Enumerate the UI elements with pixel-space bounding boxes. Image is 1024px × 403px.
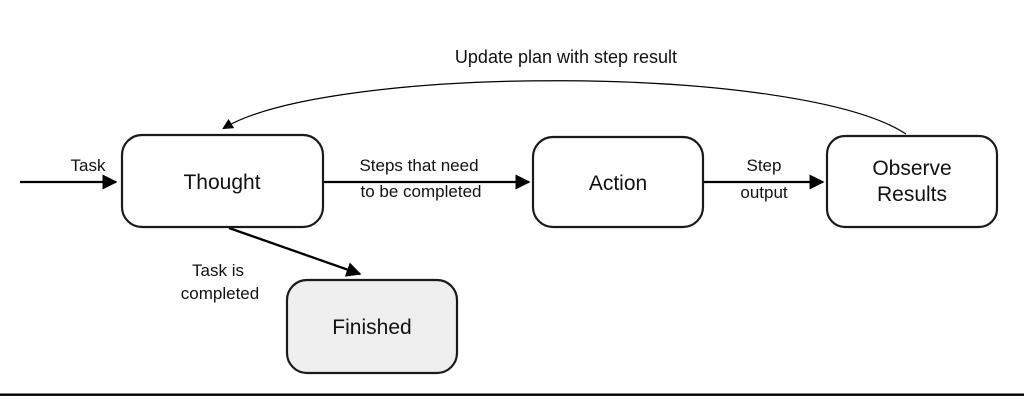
node-action-label: Action [589, 172, 647, 195]
bottom-divider [0, 393, 1024, 396]
edge-label-task-completed-line1: Task is [192, 261, 244, 280]
edge-thought-to-finished-arrow [228, 226, 362, 277]
edge-label-steps-line2: to be completed [361, 182, 482, 201]
edge-label-update-plan: Update plan with step result [455, 47, 677, 67]
node-thought-box [120, 133, 325, 229]
node-finished-label: Finished [332, 316, 411, 339]
node-observe-results-label-line2: Results [877, 183, 947, 206]
node-finished-box [285, 278, 459, 375]
node-thought-label: Thought [183, 171, 260, 194]
edge-label-step-output-line1: Step [747, 156, 782, 175]
edge-label-step-output-line2: output [740, 183, 788, 202]
edge-label-task-completed-line2: completed [181, 284, 259, 303]
node-observe-results-box [825, 134, 999, 229]
edge-observe-to-thought-curve [222, 80, 907, 135]
node-action-box [531, 135, 705, 229]
edge-label-task: Task [71, 156, 106, 175]
node-observe-results-label-line1: Observe [872, 157, 951, 180]
edge-label-steps-line1: Steps that need [359, 156, 478, 175]
